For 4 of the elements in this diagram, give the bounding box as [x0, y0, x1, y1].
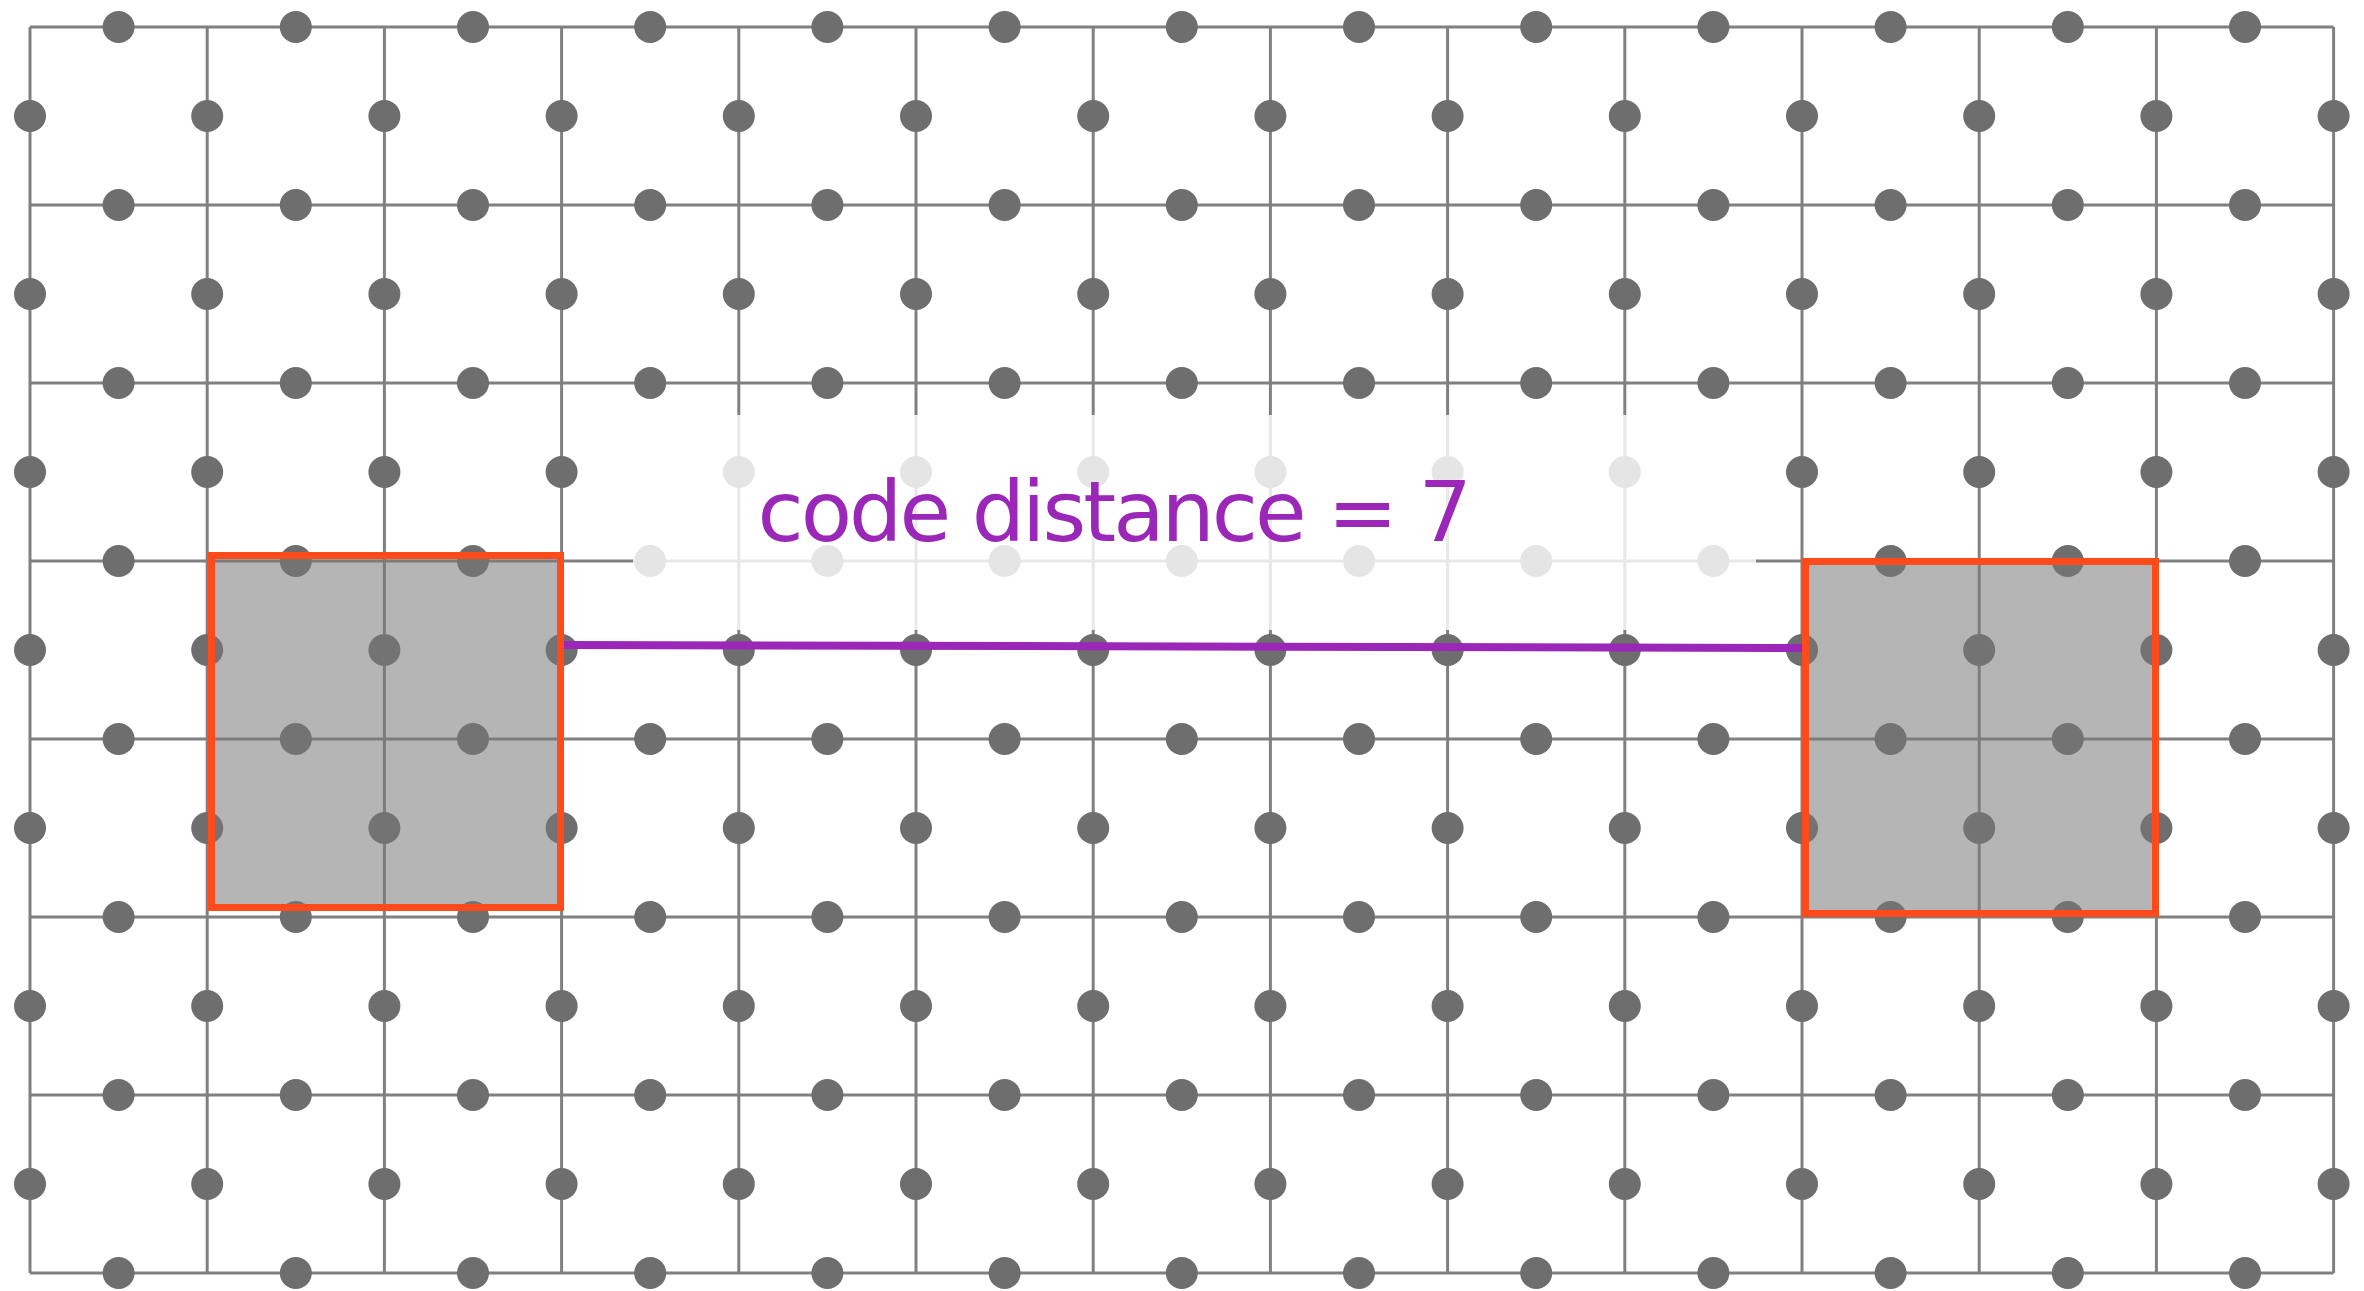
highlighted-region [208, 552, 564, 911]
highlighted-region [1802, 558, 2159, 917]
edge-label: code distance = 7 [757, 470, 1469, 554]
distance-line [564, 641, 1802, 652]
